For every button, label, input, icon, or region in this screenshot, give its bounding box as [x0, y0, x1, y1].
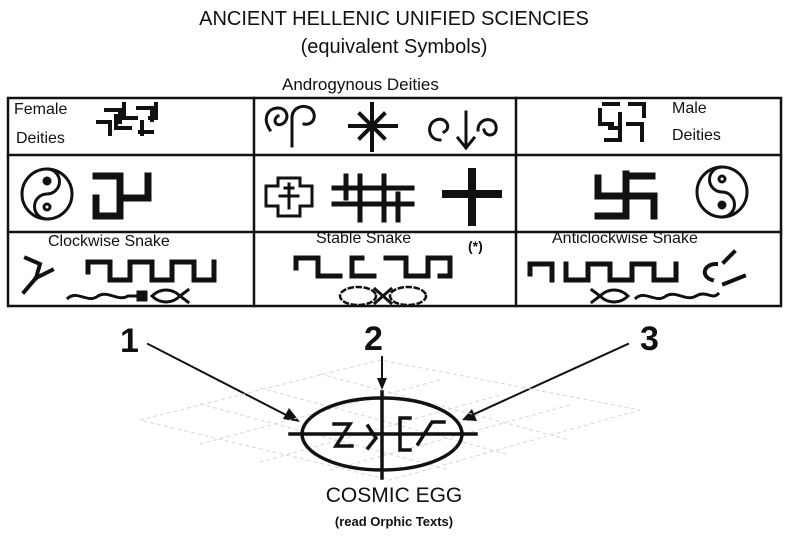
clockwise-snake-icon: [68, 290, 188, 302]
anticlockwise-snake-label: Anticlockwise Snake: [552, 230, 698, 248]
female-deities-label-2: Deities: [16, 130, 65, 148]
cosmic-egg-icon: [290, 392, 476, 478]
number-2: 2: [364, 320, 383, 359]
male-deities-label-1: Male: [672, 100, 707, 118]
cosmic-egg-sublabel: (read Orphic Texts): [0, 514, 788, 529]
female-deities-label-1: Female: [14, 101, 67, 119]
compass-cross-icon: [350, 104, 396, 150]
stable-cross-icon: [375, 289, 391, 303]
number-1: 1: [120, 322, 139, 361]
yin-yang-left-icon: [22, 169, 72, 219]
swastika-right-icon: [598, 174, 654, 216]
swastika-left-icon: [96, 176, 148, 216]
plus-cross-icon: [446, 172, 498, 222]
number-3: 3: [640, 320, 659, 359]
anticlockwise-meander-icon: [530, 264, 676, 280]
male-deities-label-2: Deities: [672, 127, 721, 145]
spiral-left-icon: [266, 106, 314, 146]
female-swastika-icon: [98, 104, 156, 134]
anticlockwise-spiral-icon: [705, 252, 744, 284]
clockwise-meander-icon: [88, 262, 214, 280]
yin-yang-right-icon: [697, 167, 747, 217]
double-cross-icon: [334, 176, 412, 220]
stable-snake-label: Stable Snake: [316, 230, 411, 248]
anticlockwise-snake-icon: [592, 290, 718, 302]
clockwise-snake-label: Clockwise Snake: [48, 233, 170, 251]
male-swastika-icon: [600, 104, 644, 140]
cosmic-egg-label: COSMIC EGG: [0, 484, 788, 508]
greek-cross-outline-icon: [266, 178, 312, 216]
spiral-right-icon: [430, 112, 497, 148]
clockwise-spiral-icon: [24, 258, 52, 292]
stable-meander-icon: [296, 258, 450, 276]
arrows: [148, 344, 628, 418]
stable-snake-mark: (*): [468, 238, 483, 254]
